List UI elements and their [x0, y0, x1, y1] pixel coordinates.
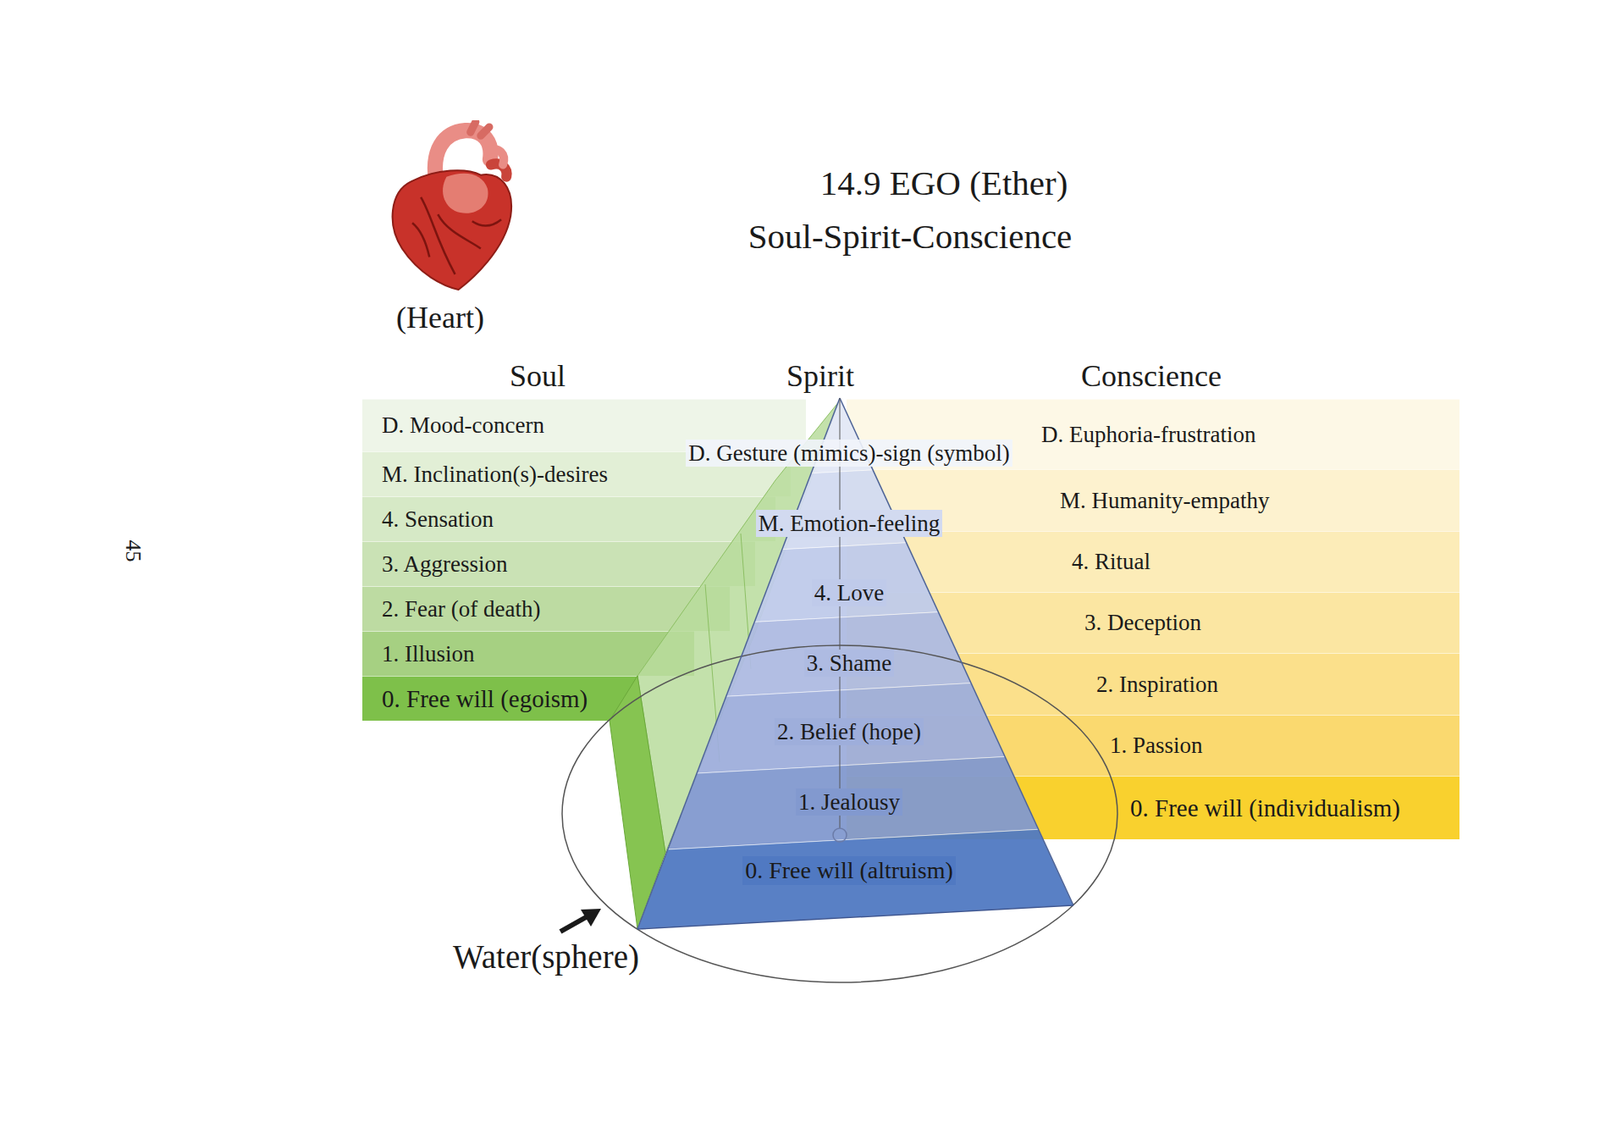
band-text: 0. Free will (individualism)	[1127, 793, 1403, 823]
band-text: M. Emotion-feeling	[755, 509, 943, 537]
pyramid-band: 3. Shame	[725, 611, 972, 697]
band: 0. Free will (egoism)	[362, 675, 638, 721]
column-heading: Conscience	[1081, 358, 1222, 395]
band-text: M. Inclination(s)-desires	[379, 460, 611, 488]
band-fill	[637, 828, 1074, 929]
pyramid-edge	[637, 397, 840, 929]
band: 3. Aggression	[362, 540, 756, 586]
water-sphere	[562, 645, 1118, 983]
pyramid-band: M. Emotion-feeling	[755, 468, 944, 550]
band-text: 0. Free will (egoism)	[379, 684, 591, 714]
pointer-arrow-shaft	[560, 915, 588, 932]
band-text: 2. Inspiration	[1093, 670, 1221, 698]
band-text: 4. Ritual	[1069, 547, 1154, 575]
heart-vein	[412, 197, 502, 275]
band-text: 1. Illusion	[379, 640, 478, 668]
page-number: 45	[119, 540, 146, 563]
heart-body	[442, 173, 488, 214]
band-text: 0. Free will (altruism)	[742, 855, 956, 885]
heart-vessel	[435, 130, 492, 183]
band-text: 1. Jealousy	[795, 788, 903, 816]
band-text: 2. Fear (of death)	[379, 595, 543, 623]
pyramid-band: D. Gesture (mimics)-sign (symbol)	[685, 397, 1013, 474]
band-fill	[754, 542, 938, 623]
band-text: 4. Sensation	[379, 505, 497, 533]
band: 2. Fear (of death)	[362, 585, 730, 631]
heart-vessel	[470, 121, 490, 136]
pyramid-edge	[839, 397, 1074, 905]
band: 1. Illusion	[362, 630, 695, 676]
center-point	[833, 827, 847, 842]
band: 4. Sensation	[362, 496, 776, 541]
subtitle: Soul-Spirit-Conscience	[748, 215, 1073, 258]
band-text: 2. Belief (hope)	[774, 717, 924, 745]
band-text: D. Mood-concern	[379, 411, 547, 439]
pyramid-axis	[839, 397, 841, 828]
heart-vessel	[487, 149, 504, 166]
band-text: D. Euphoria-frustration	[1038, 420, 1258, 448]
pointer-arrow-head	[580, 908, 602, 927]
column-heading: Spirit	[786, 358, 855, 395]
pyramid-band: 0. Free will (altruism)	[637, 828, 1075, 929]
band-text: 3. Shame	[804, 649, 895, 677]
pyramid-edge	[637, 904, 1074, 929]
illustration-caption: (Heart)	[396, 299, 485, 337]
title: 14.9 EGO (Ether)	[820, 162, 1069, 205]
band-text: 3. Deception	[1081, 608, 1204, 636]
band-text: 4. Love	[811, 579, 887, 607]
column-heading: Soul	[509, 358, 566, 395]
band-fill	[726, 612, 972, 697]
band-text: D. Gesture (mimics)-sign (symbol)	[685, 439, 1012, 467]
callout-label: Water(sphere)	[452, 937, 640, 977]
heart-body	[392, 170, 512, 290]
heart-vessel	[491, 163, 507, 177]
band-text: 3. Aggression	[379, 550, 511, 578]
heart-illustration	[386, 120, 516, 292]
band-text: 1. Passion	[1107, 731, 1206, 759]
band: 4. Ritual	[846, 530, 1460, 592]
band-text: M. Humanity-empathy	[1057, 486, 1272, 514]
pyramid-band: 4. Love	[754, 541, 939, 623]
